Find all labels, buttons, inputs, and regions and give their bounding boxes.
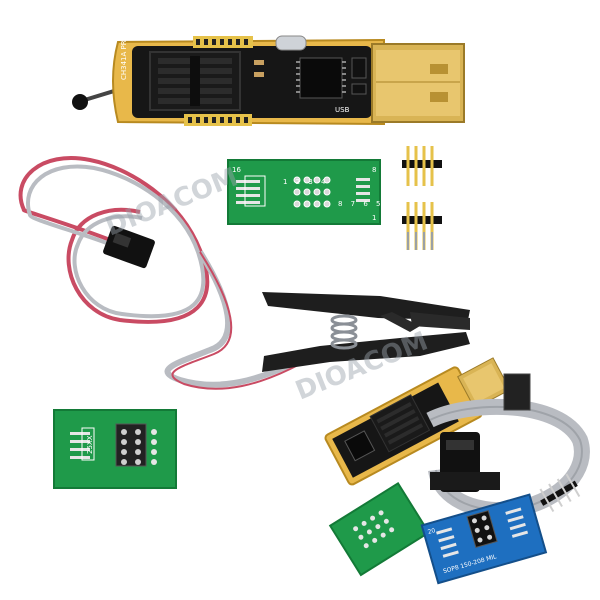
usb-mark: USB [335, 106, 350, 114]
pin-header-3 [539, 473, 581, 513]
clip-jaw-bottom [262, 332, 470, 372]
blue-adapter-num: 20 [427, 527, 436, 536]
header-pins-bottom [184, 114, 252, 126]
pin-header-1 [402, 146, 442, 186]
main-board-silk: CH341A PRO [120, 34, 128, 80]
dupont-connector [103, 225, 155, 269]
adapter2-silk: 25XX [86, 435, 94, 454]
green-adapter-board-2: 25XX [53, 409, 177, 489]
sop8-clip-ribbon [426, 373, 590, 519]
ch341-chip [299, 57, 343, 99]
zif-lever-knob [72, 94, 88, 110]
header-pins-top [193, 36, 253, 48]
green-adapter-board-3 [328, 481, 431, 577]
soic-clip-cable [18, 156, 470, 390]
green-adapter-board-1: 1 2 3 4 8 7 6 5 16 8 1 [227, 159, 384, 225]
usb-connector [371, 43, 465, 123]
adapter1-row-b: 8 7 6 5 [338, 200, 384, 208]
watermark: DIOACOM [101, 162, 242, 242]
clip-spring [330, 314, 358, 350]
pin-header-2 [402, 202, 442, 250]
ch341a-programmer-board: CH341A PRO USB [72, 34, 465, 126]
adapter1-corner-b: 8 [372, 166, 376, 174]
adapter1-corner-a: 16 [232, 166, 241, 174]
ch341a-programmer-small [324, 357, 511, 486]
adapter1-row-a: 1 2 3 4 [283, 178, 329, 186]
blue-sop8-adapter: SOP8 150-208 MIL 20 [420, 493, 548, 585]
crystal-oscillator [275, 35, 307, 51]
adapter1-corner-c: 1 [372, 214, 376, 222]
zif-socket [149, 51, 241, 111]
ribbon-connector [503, 373, 531, 411]
